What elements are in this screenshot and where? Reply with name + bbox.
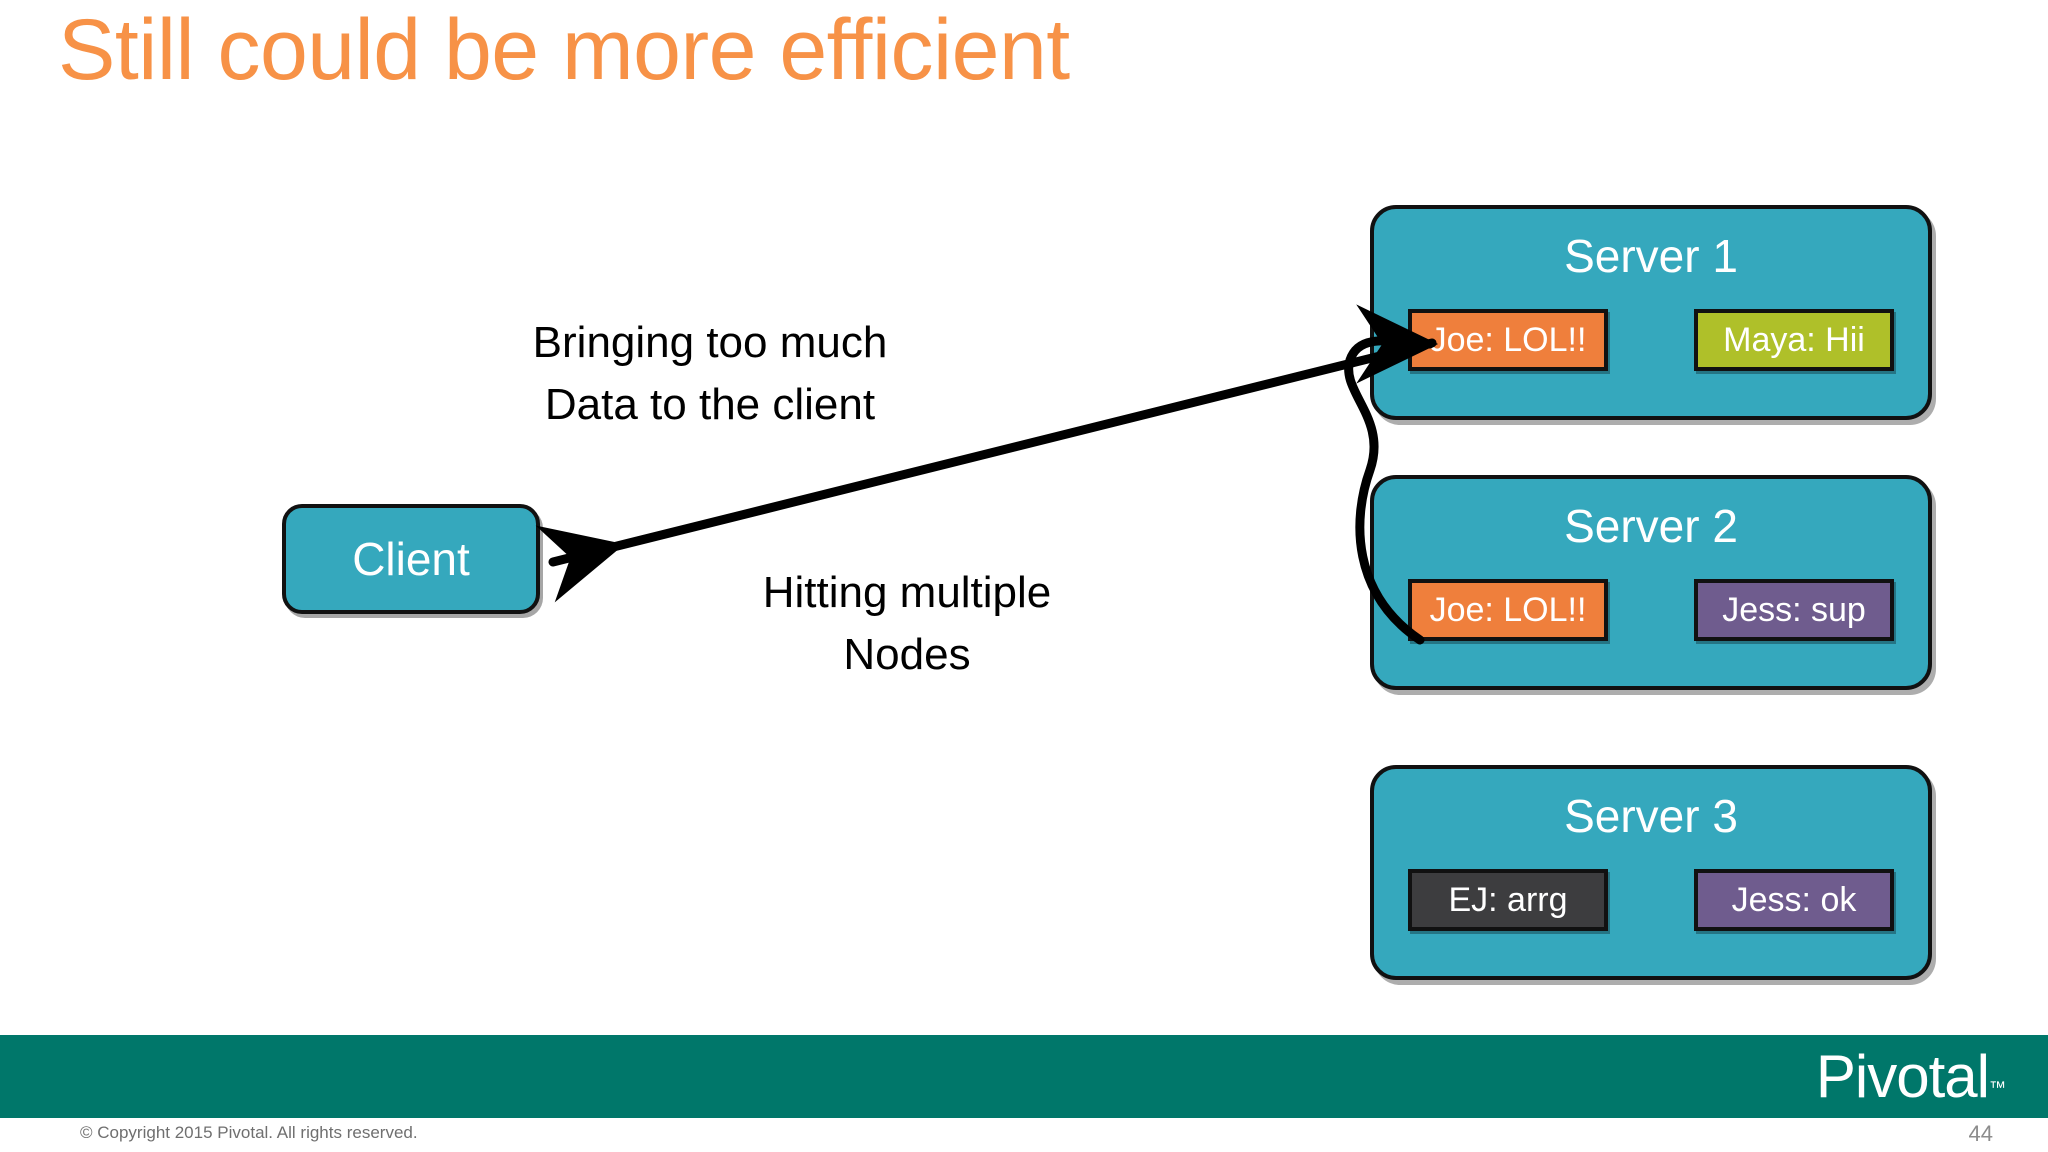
server-node-2: Server 2 Joe: LOL!! Jess: sup bbox=[1370, 475, 1932, 690]
page-title: Still could be more efficient bbox=[58, 2, 1070, 98]
page-number: 44 bbox=[1968, 1121, 1993, 1146]
footer-band bbox=[0, 1035, 2048, 1118]
pivotal-logo-wordmark: Pivotal bbox=[1815, 1043, 1990, 1110]
callout-hitting-multiple-nodes: Hitting multiple Nodes bbox=[712, 562, 1102, 686]
server-2-title: Server 2 bbox=[1564, 500, 1738, 552]
message-chip-jess-sup-server2: Jess: sup bbox=[1694, 579, 1894, 641]
callout-bringing-line2: Data to the client bbox=[544, 380, 876, 429]
server-node-1: Server 1 Joe: LOL!! Maya: Hii bbox=[1370, 205, 1932, 420]
message-chip-ej-arrg-server3: EJ: arrg bbox=[1408, 869, 1608, 931]
callout-hitting-line1: Hitting multiple bbox=[762, 568, 1052, 617]
callout-bringing-too-much: Bringing too much Data to the client bbox=[500, 312, 920, 436]
server-3-title: Server 3 bbox=[1564, 790, 1738, 842]
client-node-label: Client bbox=[352, 533, 470, 585]
pivotal-logo: Pivotal™ bbox=[1816, 1044, 2006, 1121]
server-1-message-row: Joe: LOL!! Maya: Hii bbox=[1374, 309, 1928, 371]
message-chip-maya-hii-server1: Maya: Hii bbox=[1694, 309, 1894, 371]
copyright-notice: © Copyright 2015 Pivotal. All rights res… bbox=[80, 1123, 418, 1142]
server-2-message-row: Joe: LOL!! Jess: sup bbox=[1374, 579, 1928, 641]
trademark-symbol: ™ bbox=[1989, 1078, 2006, 1097]
client-node: Client bbox=[282, 504, 540, 614]
server-1-title: Server 1 bbox=[1564, 230, 1738, 282]
callout-hitting-line2: Nodes bbox=[843, 630, 971, 679]
message-chip-joe-lol-server1: Joe: LOL!! bbox=[1408, 309, 1608, 371]
message-chip-joe-lol-server2: Joe: LOL!! bbox=[1408, 579, 1608, 641]
callout-bringing-line1: Bringing too much bbox=[532, 318, 888, 367]
server-node-3: Server 3 EJ: arrg Jess: ok bbox=[1370, 765, 1932, 980]
message-chip-jess-ok-server3: Jess: ok bbox=[1694, 869, 1894, 931]
server-3-message-row: EJ: arrg Jess: ok bbox=[1374, 869, 1928, 931]
